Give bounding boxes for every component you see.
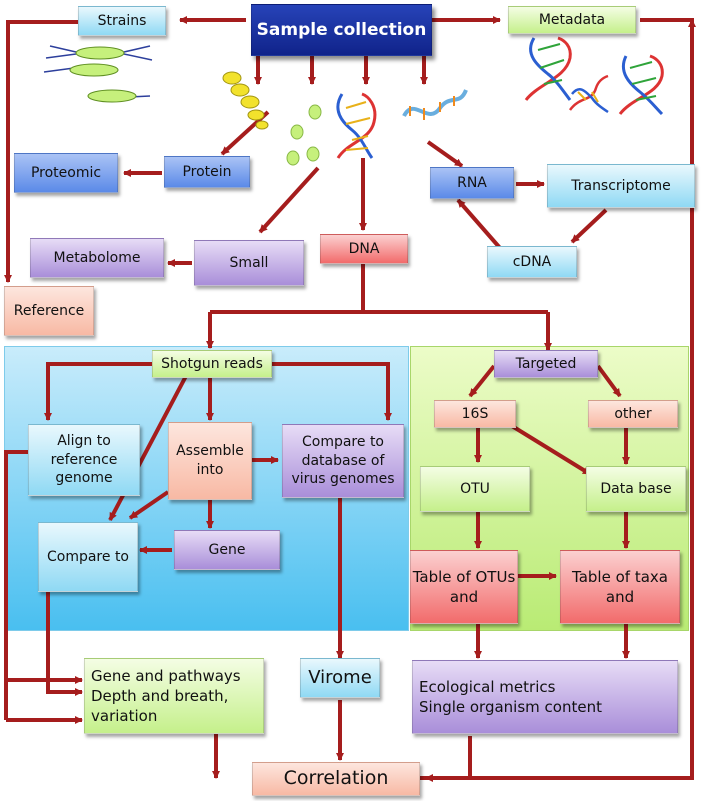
gene-pathways-line1: Gene and pathways xyxy=(91,666,241,685)
shotgun-reads-node: Shotgun reads xyxy=(152,350,272,378)
arrow-to-rna xyxy=(426,140,464,168)
assemble-into-node: Assemble into xyxy=(168,422,252,500)
line-shotgun-right xyxy=(272,362,392,421)
arrow-cdna-rna xyxy=(456,198,502,250)
reference-node: Reference xyxy=(4,286,94,336)
cdna-node: cDNA xyxy=(487,246,577,278)
dna-helix-icon xyxy=(618,54,664,116)
protein-spheres-icon xyxy=(222,71,269,130)
line-dna-split xyxy=(210,264,548,314)
bacteria-icon xyxy=(43,45,153,103)
table-otus-node: Table of OTUs and xyxy=(410,550,518,624)
gene-pathways-line3: variation xyxy=(91,707,158,726)
sample-collection-node: Sample collection xyxy=(251,4,432,56)
protein-node: Protein xyxy=(164,156,250,188)
dna-helix-icon xyxy=(336,92,377,159)
proteomic-node: Proteomic xyxy=(14,153,118,193)
gene-node: Gene xyxy=(174,530,280,570)
rrna-16s-node: 16S xyxy=(434,400,516,428)
targeted-node: Targeted xyxy=(494,350,598,378)
dna-helix-icon xyxy=(568,74,609,114)
arrow-16s-database xyxy=(510,424,592,476)
gene-pathways-node: Gene and pathways Depth and breath, vari… xyxy=(84,658,264,734)
transcriptome-node: Transcriptome xyxy=(547,164,695,208)
metadata-node: Metadata xyxy=(508,6,636,34)
virome-node: Virome xyxy=(300,658,380,698)
data-base-node: Data base xyxy=(586,466,686,512)
metabolite-spheres-icon xyxy=(286,104,322,166)
ecological-line2: Single organism content xyxy=(419,698,602,716)
align-reference-node: Align to reference genome xyxy=(28,424,140,496)
arrow-transcriptome-cdna xyxy=(570,208,608,244)
line-targeted-other xyxy=(596,364,622,398)
ecological-metrics-node: Ecological metrics Single organism conte… xyxy=(412,660,678,734)
dna-helix-icon xyxy=(524,36,572,101)
line-strains-reference xyxy=(4,20,82,283)
arrow-to-small xyxy=(258,166,320,234)
table-taxa-node: Table of taxa and xyxy=(560,550,680,624)
rna-strand-icon xyxy=(402,89,468,120)
metabolome-node: Metabolome xyxy=(30,238,164,278)
line-compare-down xyxy=(46,592,83,696)
strains-node: Strains xyxy=(78,6,166,36)
line-shotgun-left xyxy=(44,362,152,421)
ecological-line1: Ecological metrics xyxy=(419,677,556,696)
small-node: Small xyxy=(194,240,304,286)
compare-to-node: Compare to xyxy=(38,522,138,592)
correlation-node: Correlation xyxy=(252,762,420,796)
arrow-shotgun-compare xyxy=(108,375,188,521)
gene-pathways-line2: Depth and breath, xyxy=(91,686,229,705)
dna-node: DNA xyxy=(320,234,408,264)
arrow-assemble-compare xyxy=(128,490,170,520)
line-correlation-metadata xyxy=(410,18,694,780)
other-node: other xyxy=(588,400,678,428)
arrow-eco-correlation xyxy=(425,736,472,782)
compare-virus-node: Compare to database of virus genomes xyxy=(282,424,404,498)
rna-node: RNA xyxy=(430,167,514,199)
otu-node: OTU xyxy=(420,466,530,512)
line-targeted-16s xyxy=(468,364,496,398)
